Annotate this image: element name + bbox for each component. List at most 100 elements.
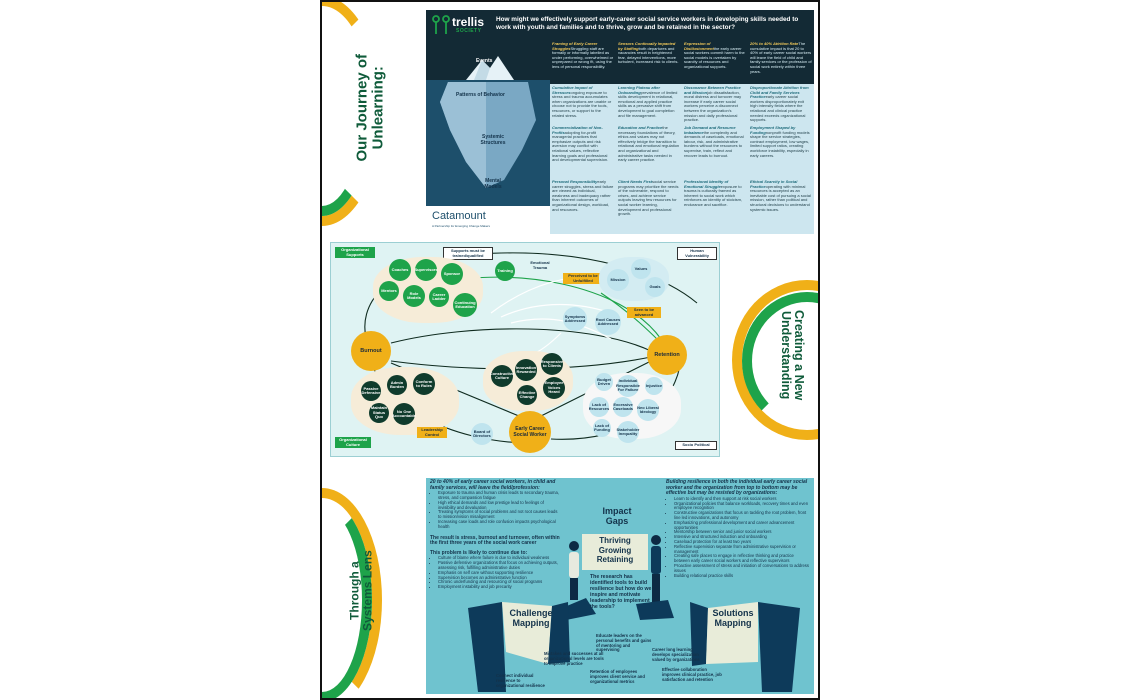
iceberg-cell-body: exposure to trauma is culturally framed … (684, 183, 743, 207)
bullet-item: Caseload protection for at least two yea… (674, 539, 810, 545)
section-title-systems-lens: Through a Systems Lens (347, 536, 374, 646)
human-vulnerability-box: Human Vulnerability (677, 247, 717, 260)
socio-factor-node: Stakeholder Inequality (617, 421, 639, 443)
logo-subtitle: SOCIETY (456, 28, 482, 34)
iceberg-cell-body: ongoing exposure to stress and trauma ac… (552, 89, 612, 118)
iceberg-cell: Sensors Continually Impacted by Staffing… (618, 42, 680, 84)
iceberg-cell-body: the early career social workers commit h… (684, 45, 745, 69)
title-line-1: Creating a New (792, 309, 807, 401)
left-bullet-list: Exposure to trauma and human crisis lead… (430, 490, 560, 529)
iceberg-cell-body: social service programs may prioritize t… (618, 180, 679, 217)
title-line-1: Our Journey of (353, 54, 371, 162)
left-result: The result is stress, burnout and turnov… (430, 534, 560, 547)
socio-factor-node: Neo Liberal Ideology (637, 399, 659, 421)
logo-wordmark: trellis (452, 15, 485, 29)
solutions-mapping-word: Mapping (714, 618, 752, 628)
perceived-unfulfilled-box: Perceived to be Unfulfilled (563, 273, 603, 284)
retaining-word: Retaining (596, 555, 634, 564)
seen-advanced-box: Seen to be advanced (627, 307, 661, 318)
title-line-2: Unlearning: (369, 66, 386, 150)
value-node: Goals (645, 277, 665, 297)
step-retention-improves: Retention of employees improves client s… (590, 669, 645, 684)
mapping-shapes (468, 602, 800, 692)
left-problem: This problem is likely to continue due t… (430, 549, 528, 556)
iceberg-level-patterns: Patterns of Behavior (456, 92, 505, 98)
growing-word: Growing (598, 545, 632, 555)
mid-node: Root Causes Addressed (595, 309, 621, 335)
iceberg-cell: Commercialization of Non-Profitsadopting… (552, 126, 614, 178)
iceberg-cell: Framing of Early Career StrugglesStruggl… (552, 42, 614, 84)
burnout-factor-node: Maintain Status Quo (369, 403, 389, 423)
socio-factor-node: Injustice (645, 377, 663, 395)
iceberg-cell-title: Dissonance Between Practice and Mission (684, 86, 741, 95)
iceberg-cell-title: 20% to 40% Attrition Rate (750, 42, 799, 46)
right-intro: Building resilience in both the individu… (666, 479, 808, 497)
support-node: Role Models (403, 285, 425, 307)
iceberg-level-structures: Systemic Structures (480, 134, 506, 146)
bullet-item: Reflective supervision separate from adm… (674, 544, 810, 555)
catamount-tagline: A Partnership for Emerging Change Makers (432, 224, 491, 228)
iceberg-footer: Catamount A Partnership for Emerging Cha… (426, 206, 550, 234)
iceberg-cell-title: Cumulative Impact of Stressors (552, 86, 593, 95)
iceberg-cell-title: Job Demand and Resource Imbalance (684, 126, 736, 135)
trellis-logo: trellis SOCIETY (430, 14, 486, 36)
research-question: The research has identified tools to bui… (590, 574, 652, 610)
impact-word: Impact (602, 506, 632, 516)
iceberg-graphic (440, 56, 536, 188)
iceberg-cell-body: nonprofit funding models shape the servi… (750, 129, 810, 158)
challenge-word: Challenge (509, 608, 553, 618)
step-mistakes-successes: Mistakes and successes at all organizati… (544, 651, 604, 666)
iceberg-cell: Education and Practicethe necessary foun… (618, 126, 680, 178)
iceberg-cell-title: Commercialization of Non-Profits (552, 126, 603, 135)
support-node: Continuing Education (453, 293, 477, 317)
guiding-question: How might we effectively support early-c… (496, 16, 799, 31)
burnout-factor-node: Admin Burden (387, 375, 407, 395)
step-connect-resilience: Connect individual resilience to organiz… (496, 673, 545, 688)
burnout-factor-node: Conform to Rules (413, 373, 435, 395)
iceberg-cell-title: Ethical Scarcity in Social Practice (750, 180, 798, 189)
iceberg-cell-title: Sensors Continually Impacted by Staffing (618, 42, 676, 51)
bullet-item: Intensive and structured induction and o… (674, 534, 810, 540)
gaps-word: Gaps (605, 516, 629, 526)
section-title-journey: Our Journey of Unlearning: (353, 38, 386, 178)
board-of-directors-node: Board of Directors (471, 423, 493, 445)
socio-factor-node: Lack of Funding (593, 419, 611, 437)
bullet-item: Emphasizing professional development and… (674, 520, 810, 531)
iceberg-cell: Employment Shaped by Fundingnonprofit fu… (750, 126, 812, 178)
step-effective-collaboration: Effective collaboration improves clinica… (662, 667, 722, 682)
bullet-item: Creating safe places to engage in reflec… (674, 554, 810, 564)
people-illustration (562, 535, 674, 620)
support-node: Supervisors (414, 259, 438, 281)
socio-factor-node: Lack of Resources (589, 397, 609, 417)
iceberg-cell-title: Expression of Disillusionment (684, 42, 714, 51)
bullet-item: Culture of blame where failure is due to… (438, 556, 560, 561)
value-node: Values (631, 259, 651, 279)
iceberg-cell-body: the complexity and demands of caseloads,… (684, 129, 744, 158)
iceberg-cell-body: Struggling staff are formally or informa… (552, 45, 614, 69)
iceberg-cell-body: The cumulative impact is that 20 to 40% … (750, 42, 812, 74)
impact-gaps-label: Impact Gaps (592, 506, 642, 526)
solutions-word: Solutions (712, 608, 754, 618)
emotional-trauma-label: Emotional Trauma (530, 260, 550, 270)
iceberg-cell: Job Demand and Resource Imbalancethe com… (684, 126, 746, 178)
infographic-poster: Our Journey of Unlearning: trellis SOCIE… (320, 0, 820, 700)
iceberg-cell: Personal Responsibilityearly career stru… (552, 180, 614, 232)
retention-factor-node: Constructive Culture (490, 365, 514, 387)
title-line-2: Systems Lens (360, 550, 374, 631)
leadership-control-box: Leadership Control (417, 427, 447, 438)
section-title-new-understanding: Creating a New Understanding (779, 295, 807, 415)
mapping-word: Mapping (512, 618, 550, 628)
iceberg-level-events: Events (476, 58, 493, 64)
iceberg-cell: Learning Plateau after Onboardingprevale… (618, 86, 680, 126)
iceberg-cell-title: Framing of Early Career Struggles (552, 42, 598, 51)
bullet-item: Treating symptoms of social problems and… (438, 510, 560, 520)
decorative-ring-mid-right-green (742, 292, 818, 430)
right-bullet-list: Learn to identify and then support at ri… (666, 496, 810, 579)
iceberg-cell: Disproportionate Attrition from Child an… (750, 86, 812, 126)
support-node: Career Ladder (429, 287, 449, 307)
step-career-learning: Career long learning develops specializa… (652, 647, 700, 662)
socio-factor-node: Individual Responsible For Failure (616, 375, 640, 397)
bullet-item: Mentorship between senior and junior soc… (674, 530, 810, 535)
iceberg-cell: Dissonance Between Practice and Missionj… (684, 86, 746, 126)
challenge-mapping-label: Challenge Mapping (506, 608, 556, 628)
